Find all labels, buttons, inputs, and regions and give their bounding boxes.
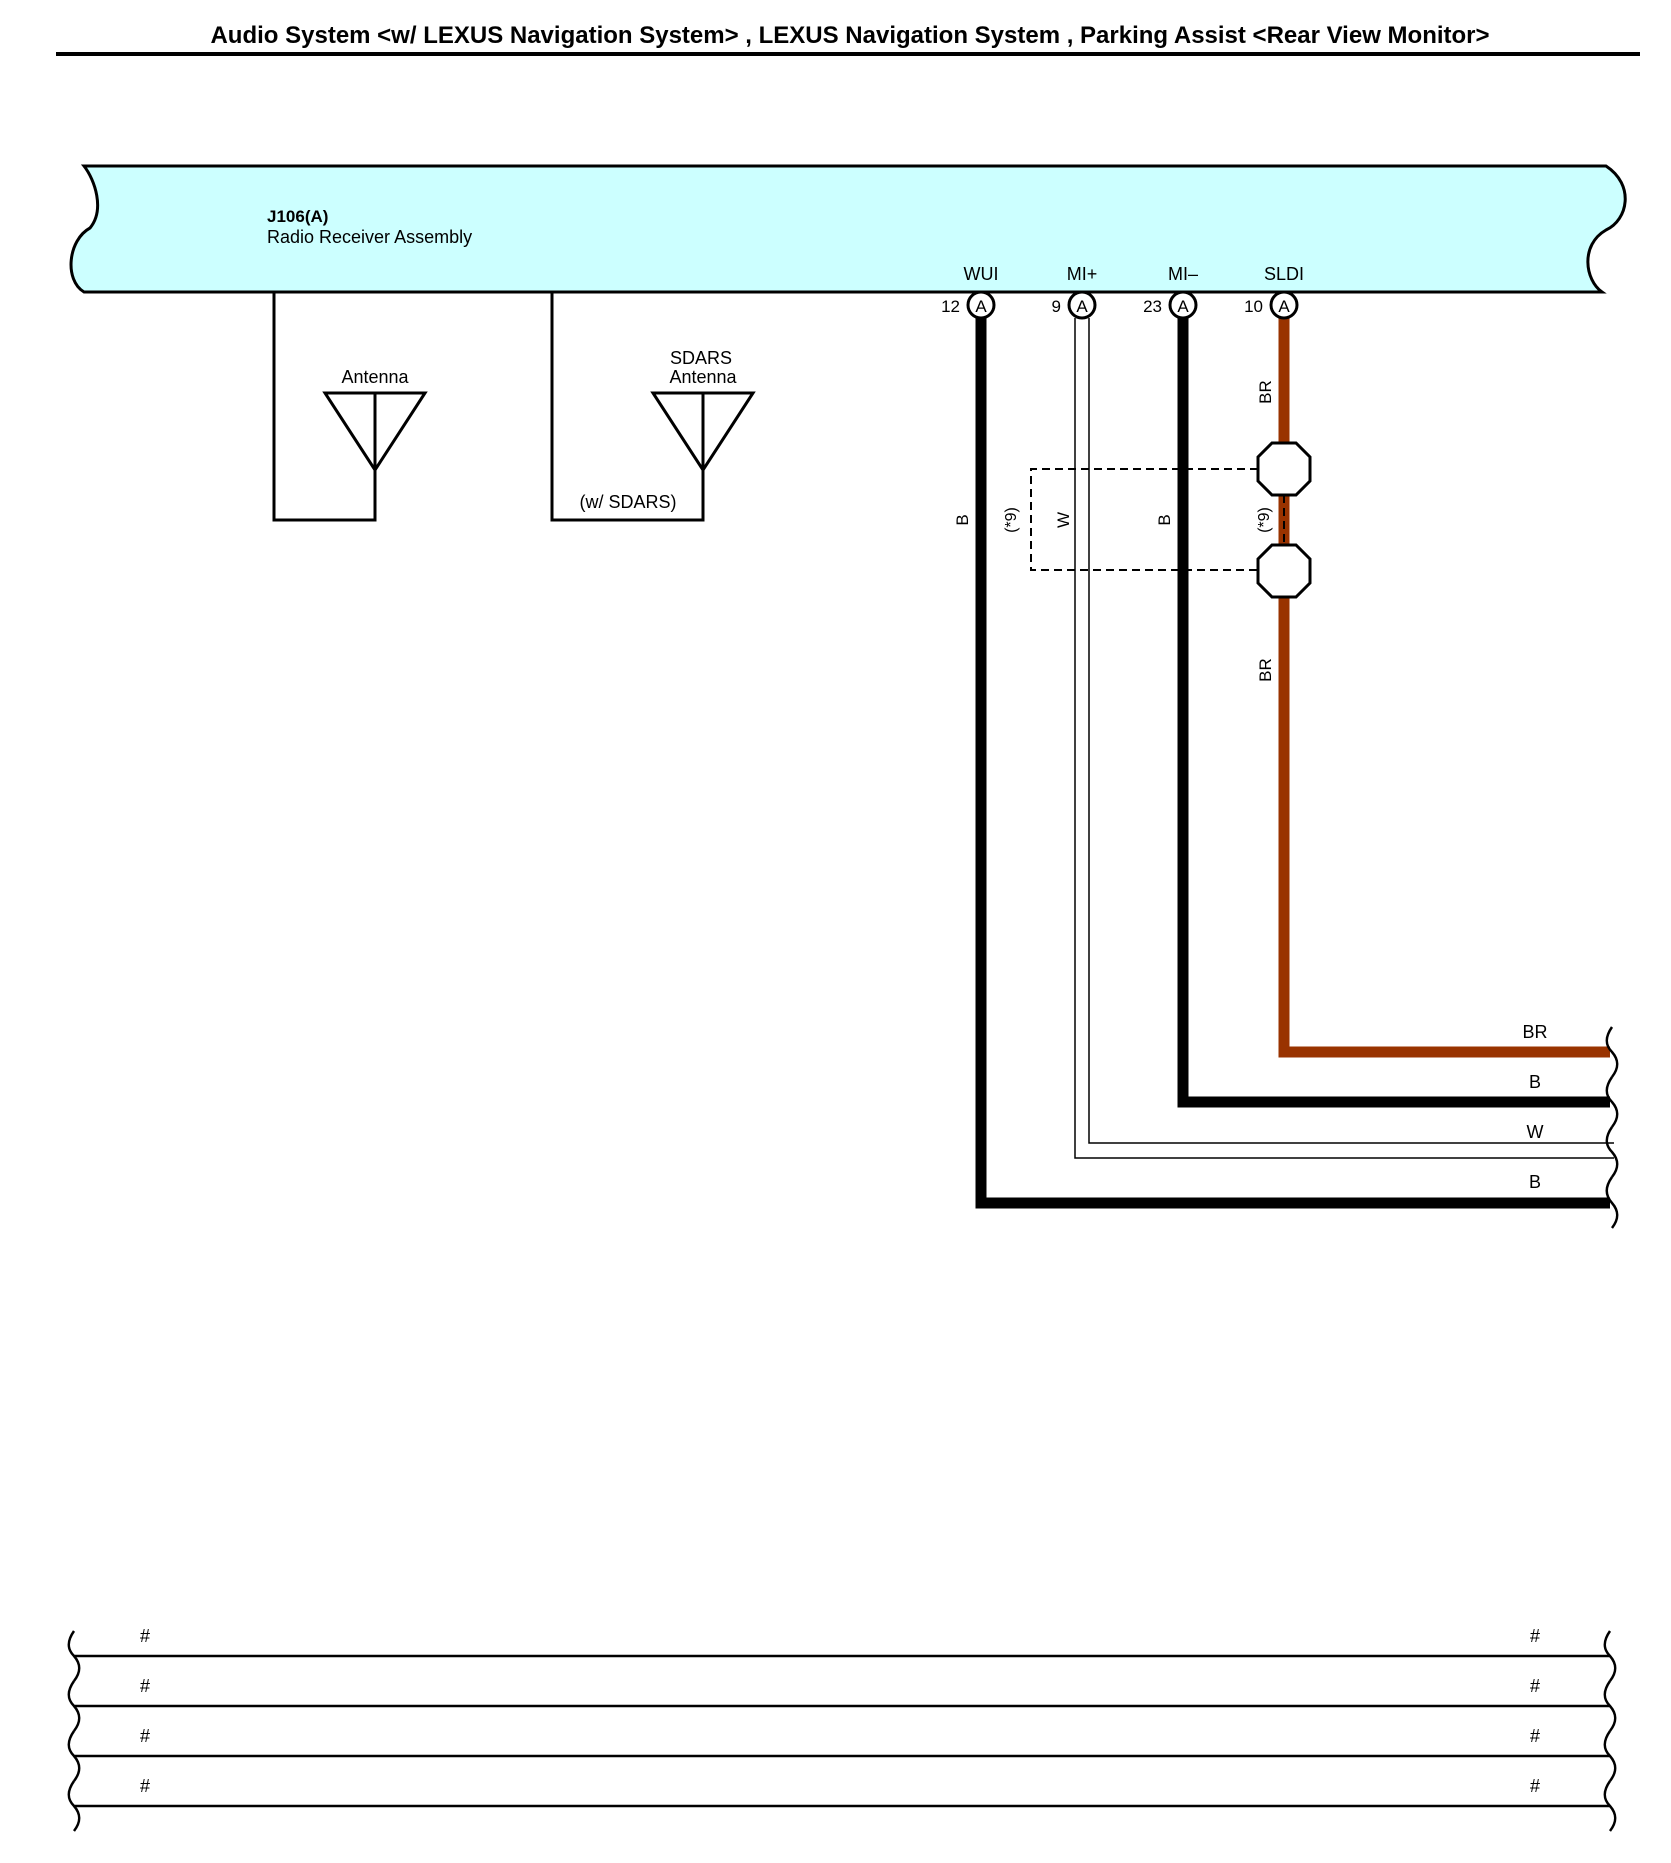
output-label-2: B bbox=[1529, 1072, 1541, 1092]
wire-label-mi-minus: B bbox=[1155, 514, 1174, 525]
pin-circle-sldi: A bbox=[1269, 290, 1299, 320]
continuation-left-2: # bbox=[140, 1676, 150, 1696]
wire-mi-minus bbox=[1177, 318, 1610, 1108]
shield-note-right: (*9) bbox=[1256, 507, 1273, 533]
pin-circle-mi-minus: A bbox=[1168, 290, 1198, 320]
radio-receiver-box bbox=[69, 164, 1627, 294]
pin-name-mi-minus: MI– bbox=[1168, 264, 1198, 284]
pin-circle-mi-plus: A bbox=[1067, 290, 1097, 320]
continuation-right-1: # bbox=[1530, 1626, 1540, 1646]
wire-mi-plus-a bbox=[1074, 318, 1614, 1159]
wire-label-wui: B bbox=[953, 514, 972, 525]
antenna-1 bbox=[272, 292, 428, 522]
pin-number-mi-plus: 9 bbox=[1052, 297, 1061, 316]
pin-number-wui: 12 bbox=[941, 297, 960, 316]
shield-dashed bbox=[1030, 468, 1258, 571]
pin-circle-wui: A bbox=[966, 290, 996, 320]
splice-lower bbox=[1256, 543, 1312, 599]
wire-wui bbox=[975, 318, 1610, 1209]
pin-number-sldi: 10 bbox=[1244, 297, 1263, 316]
output-break-marks bbox=[1605, 1026, 1619, 1229]
output-label-4: B bbox=[1529, 1172, 1541, 1192]
continuation-left-1: # bbox=[140, 1626, 150, 1646]
component-id: J106(A) bbox=[267, 207, 328, 226]
component-name: Radio Receiver Assembly bbox=[267, 227, 472, 247]
svg-text:A: A bbox=[1076, 297, 1088, 316]
svg-text:A: A bbox=[1177, 297, 1189, 316]
wire-label-mi-plus: W bbox=[1054, 512, 1073, 528]
pin-name-wui: WUI bbox=[964, 264, 999, 284]
continuation-right-4: # bbox=[1530, 1776, 1540, 1796]
sdars-label-line1: SDARS bbox=[670, 348, 732, 368]
continuation-right-2: # bbox=[1530, 1676, 1540, 1696]
splice-upper bbox=[1256, 441, 1312, 497]
wire-sldi bbox=[1278, 318, 1610, 1058]
shield-note-left: (*9) bbox=[1003, 507, 1020, 533]
antenna-label: Antenna bbox=[341, 367, 409, 387]
wire-label-sldi-lower: BR bbox=[1256, 658, 1275, 682]
continuation-left-4: # bbox=[140, 1776, 150, 1796]
output-label-1: BR bbox=[1522, 1022, 1547, 1042]
pin-name-mi-plus: MI+ bbox=[1067, 264, 1098, 284]
wire-mi-plus-b bbox=[1088, 318, 1614, 1144]
continuation-right-3: # bbox=[1530, 1726, 1540, 1746]
antenna-2 bbox=[550, 292, 756, 522]
continuation-left-3: # bbox=[140, 1726, 150, 1746]
svg-text:A: A bbox=[975, 297, 987, 316]
sdars-label-line2: Antenna bbox=[669, 367, 737, 387]
continuation-lines bbox=[67, 1630, 1617, 1832]
pin-name-sldi: SLDI bbox=[1264, 264, 1304, 284]
svg-text:A: A bbox=[1278, 297, 1290, 316]
output-label-3: W bbox=[1527, 1122, 1544, 1142]
pin-number-mi-minus: 23 bbox=[1143, 297, 1162, 316]
sdars-note: (w/ SDARS) bbox=[579, 492, 676, 512]
wire-label-sldi-upper: BR bbox=[1256, 380, 1275, 404]
page-title: Audio System <w/ LEXUS Navigation System… bbox=[210, 22, 1490, 49]
